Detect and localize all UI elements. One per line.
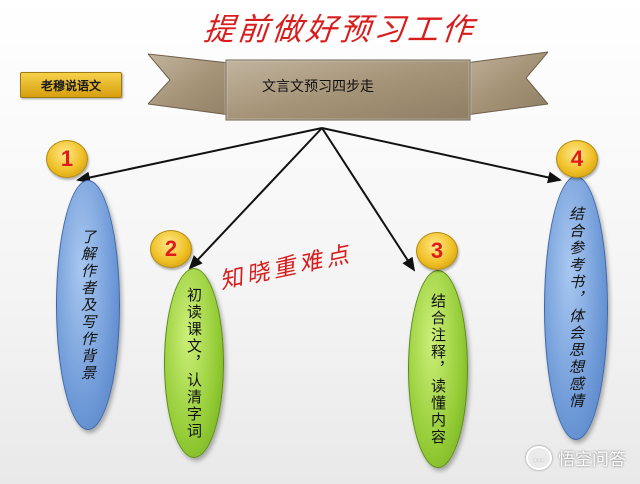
watermark: … 悟空问答 — [526, 445, 626, 470]
step-1-pill: 了解作者及写作背景 — [56, 180, 120, 430]
banner-ribbon — [148, 51, 548, 122]
step-4-text: 结合参考书，体会思想感情 — [567, 206, 585, 410]
step-4-number: 4 — [570, 146, 584, 171]
step-2-badge: 2 — [150, 230, 192, 268]
step-2-text: 初读课文，认清字词 — [185, 286, 203, 440]
step-2-pill: 初读课文，认清字词 — [164, 268, 224, 458]
chat-bubble-icon: … — [526, 445, 552, 470]
step-3-text: 结合注释，读懂内容 — [429, 292, 447, 446]
step-3-badge: 3 — [416, 232, 458, 270]
step-4-pill: 结合参考书，体会思想感情 — [544, 176, 608, 440]
arrow-to-step-2 — [188, 127, 323, 270]
banner-label: 文言文预习四步走 — [262, 79, 374, 95]
arrow-to-step-1 — [76, 127, 323, 184]
step-3-number: 3 — [430, 238, 444, 263]
watermark-label: 悟空问答 — [558, 450, 626, 470]
step-1-badge: 1 — [46, 140, 88, 178]
brand-badge: 老穆说语文 — [20, 72, 122, 98]
arrow-to-step-3 — [321, 127, 416, 272]
step-1-text: 了解作者及写作背景 — [79, 228, 97, 382]
step-3-pill: 结合注释，读懂内容 — [408, 270, 468, 468]
step-4-badge: 4 — [556, 140, 598, 178]
step-1-number: 1 — [60, 146, 74, 171]
step-2-number: 2 — [164, 236, 178, 261]
arrow-to-step-4 — [321, 127, 562, 184]
